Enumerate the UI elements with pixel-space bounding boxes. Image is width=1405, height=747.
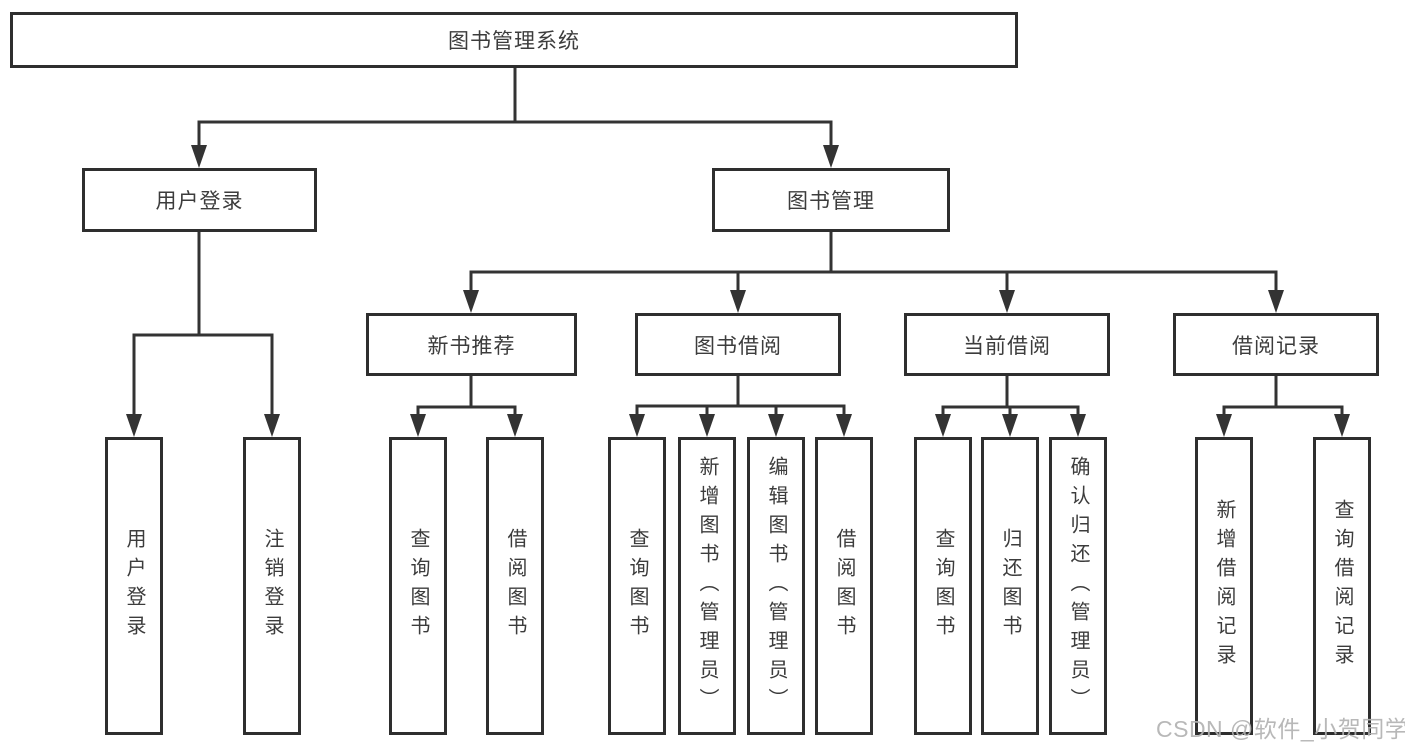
node-label: 查询图书 [932,528,954,644]
node-label: 新书推荐 [427,334,516,358]
node-label: 用户登录 [123,528,145,644]
node-book-management: 图书管理 [712,168,950,232]
leaf-confirm-return-admin: 确认归还（管理员） [1049,437,1107,735]
node-library-management-system: 图书管理系统 [10,12,1018,68]
node-label: 查询图书 [407,528,429,644]
node-new-book-recommendation: 新书推荐 [366,313,577,376]
leaf-query-books-recommend: 查询图书 [389,437,447,735]
leaf-borrow-books-recommend: 借阅图书 [486,437,544,735]
leaf-return-books: 归还图书 [981,437,1039,735]
node-label: 查询图书 [626,528,648,644]
node-label: 确认归还（管理员） [1067,455,1089,717]
csdn-watermark: CSDN @软件_小贺同学 [1156,716,1405,742]
node-label: 图书管理 [787,190,875,213]
leaf-add-books-admin: 新增图书（管理员） [678,437,736,735]
node-label: 新增图书（管理员） [696,455,718,717]
leaf-query-books-borrow: 查询图书 [608,437,666,735]
node-label: 注销登录 [261,528,283,644]
node-label: 查询借阅记录 [1331,499,1353,673]
leaf-add-borrow-record: 新增借阅记录 [1195,437,1253,735]
leaf-borrow-books: 借阅图书 [815,437,873,735]
node-label: 当前借阅 [963,334,1051,358]
node-label: 图书管理系统 [448,30,580,53]
node-label: 新增借阅记录 [1213,499,1235,673]
node-label: 归还图书 [999,528,1021,644]
node-label: 图书借阅 [694,334,782,358]
leaf-logout-login: 注销登录 [243,437,301,735]
node-label: 用户登录 [155,190,244,213]
leaf-edit-books-admin: 编辑图书（管理员） [747,437,805,735]
leaf-query-borrow-record: 查询借阅记录 [1313,437,1371,735]
node-label: 借阅图书 [833,528,855,644]
leaf-user-login: 用户登录 [105,437,163,735]
node-label: 借阅图书 [504,528,526,644]
node-label: 借阅记录 [1232,334,1320,358]
node-book-borrowing: 图书借阅 [635,313,841,376]
leaf-query-books-current: 查询图书 [914,437,972,735]
node-user-login: 用户登录 [82,168,317,232]
node-current-borrowing: 当前借阅 [904,313,1110,376]
node-label: 编辑图书（管理员） [765,455,787,717]
node-borrowing-records: 借阅记录 [1173,313,1379,376]
